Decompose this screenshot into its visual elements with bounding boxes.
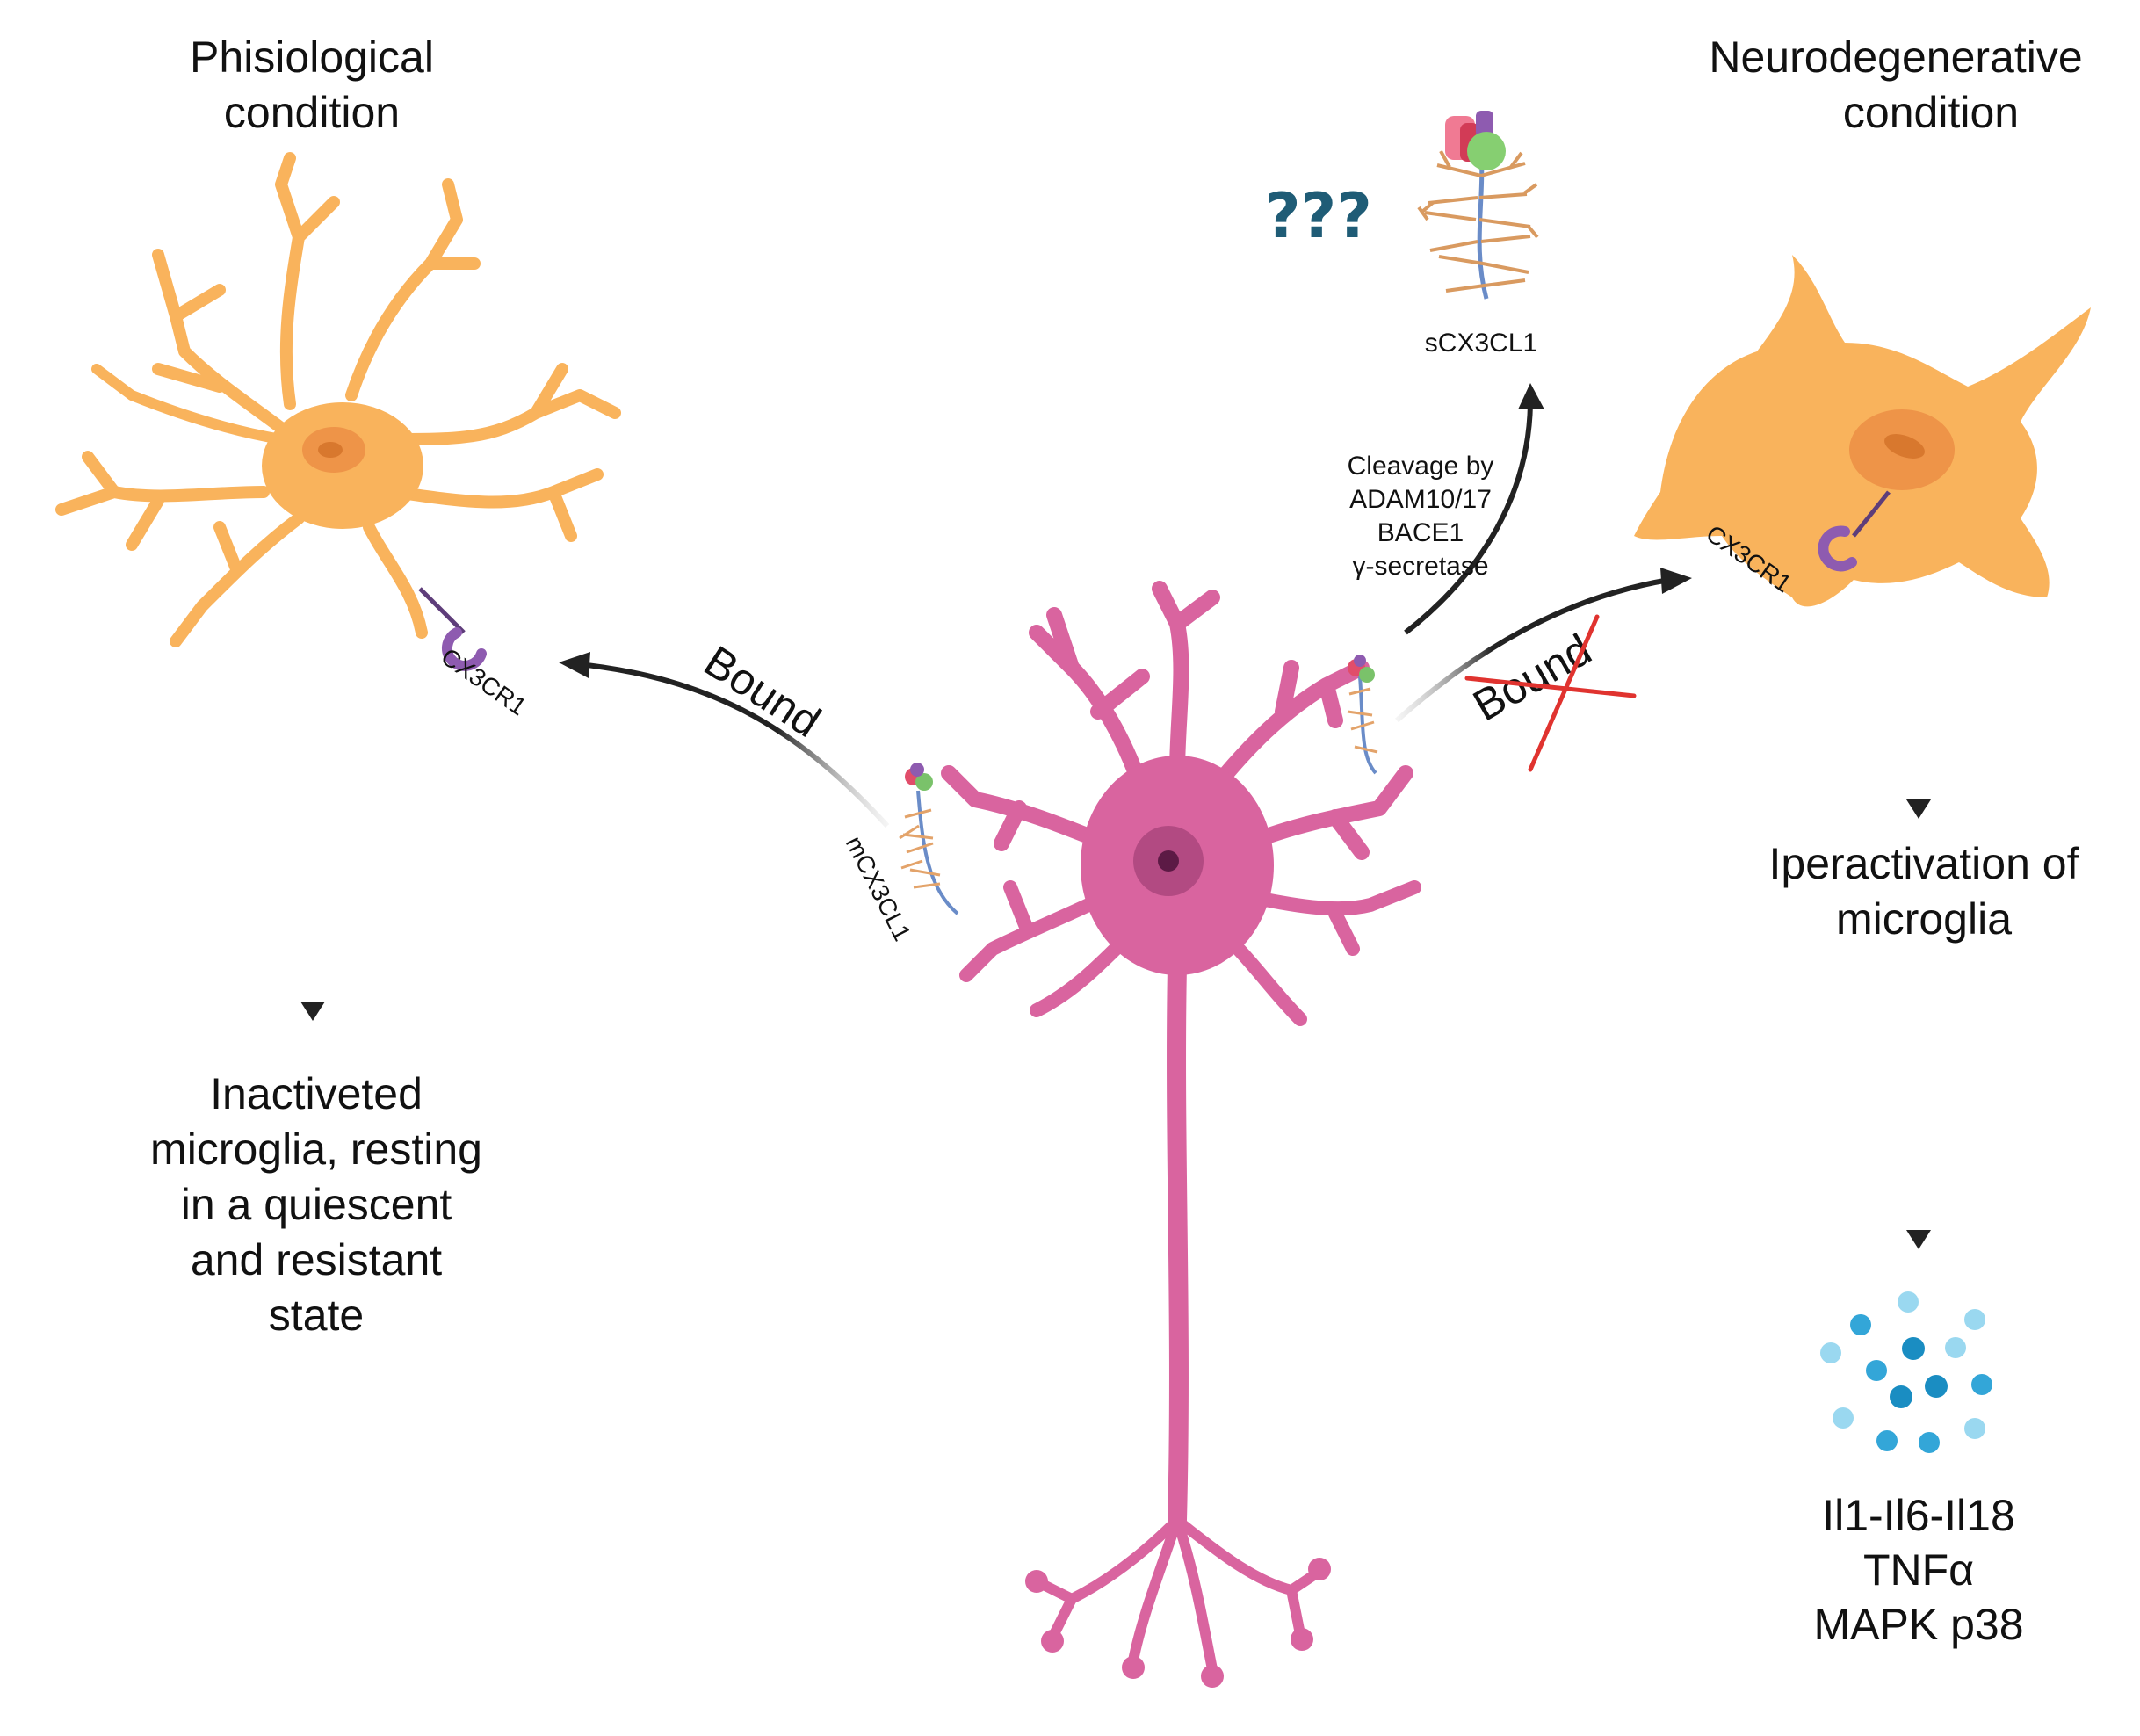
cytokines-line-2: TNFα bbox=[1863, 1545, 1974, 1595]
cytokines-line-1: Il1-Il6-Il18 bbox=[1822, 1491, 2015, 1540]
cleavage-line-4: γ-secretase bbox=[1352, 552, 1488, 581]
svg-text:???: ??? bbox=[1265, 180, 1372, 252]
neuron-terminals bbox=[1025, 1558, 1331, 1688]
bound-arrow-left-head bbox=[559, 652, 590, 678]
membrane-cx3cl1-ligand bbox=[899, 763, 959, 915]
right-title-line-2: condition bbox=[1843, 88, 2019, 137]
blocked-cross bbox=[1464, 614, 1637, 772]
resting-microglia-nucleolus bbox=[318, 442, 343, 458]
cleavage-line-2: ADAM10/17 bbox=[1349, 485, 1492, 514]
right-outcome-line-2: microglia bbox=[1836, 894, 2012, 944]
left-title-line-1: Phisiological bbox=[190, 33, 434, 82]
left-title-line-2: condition bbox=[224, 88, 400, 137]
bound-arrow-left bbox=[570, 661, 890, 828]
left-down-arrowhead bbox=[300, 1002, 325, 1021]
shed-cx3cl1-ligand bbox=[1347, 655, 1378, 775]
cleavage-line-1: Cleavage by bbox=[1348, 452, 1494, 481]
cytokines-line-3: MAPK p38 bbox=[1813, 1600, 2023, 1649]
cytokine-particles bbox=[1820, 1291, 1992, 1453]
bound-label-left: Bound bbox=[696, 636, 829, 747]
cleavage-arrow bbox=[1404, 403, 1533, 635]
right-outcome-line-1: Iperactivation of bbox=[1769, 839, 2079, 888]
neuron bbox=[941, 581, 1421, 1675]
soluble-ligand-label: sCX3CL1 bbox=[1425, 329, 1537, 358]
membrane-ligand-label: mCX3CL1 bbox=[841, 832, 916, 945]
left-outcome-line-3: in a quiescent bbox=[181, 1180, 452, 1229]
right-cx3cr1-receptor bbox=[1818, 490, 1891, 572]
bound-arrow-right-head bbox=[1660, 568, 1692, 594]
left-outcome-line-1: Inactiveted bbox=[210, 1069, 423, 1118]
bound-label-right: Bound bbox=[1465, 625, 1600, 731]
resting-microglia-cell bbox=[55, 152, 621, 647]
left-outcome-line-4: and resistant bbox=[191, 1235, 442, 1284]
soluble-cx3cl1-ligand bbox=[1417, 111, 1539, 300]
cleavage-line-3: BACE1 bbox=[1377, 518, 1464, 547]
neuron-nucleolus bbox=[1158, 850, 1179, 872]
right-title-line-1: Neurodegenerative bbox=[1709, 33, 2082, 82]
bound-arrow-right bbox=[1395, 577, 1670, 723]
right-down-arrowhead-2 bbox=[1906, 1230, 1931, 1249]
activated-microglia-nucleolus bbox=[1884, 434, 1925, 459]
cleavage-arrowhead bbox=[1518, 383, 1544, 409]
left-cx3cr1-receptor bbox=[418, 587, 487, 671]
left-outcome-line-5: state bbox=[269, 1291, 364, 1340]
right-down-arrowhead-1 bbox=[1906, 799, 1931, 819]
question-marks: ??? bbox=[1265, 180, 1372, 252]
left-outcome-line-2: microglia, resting bbox=[150, 1125, 482, 1174]
